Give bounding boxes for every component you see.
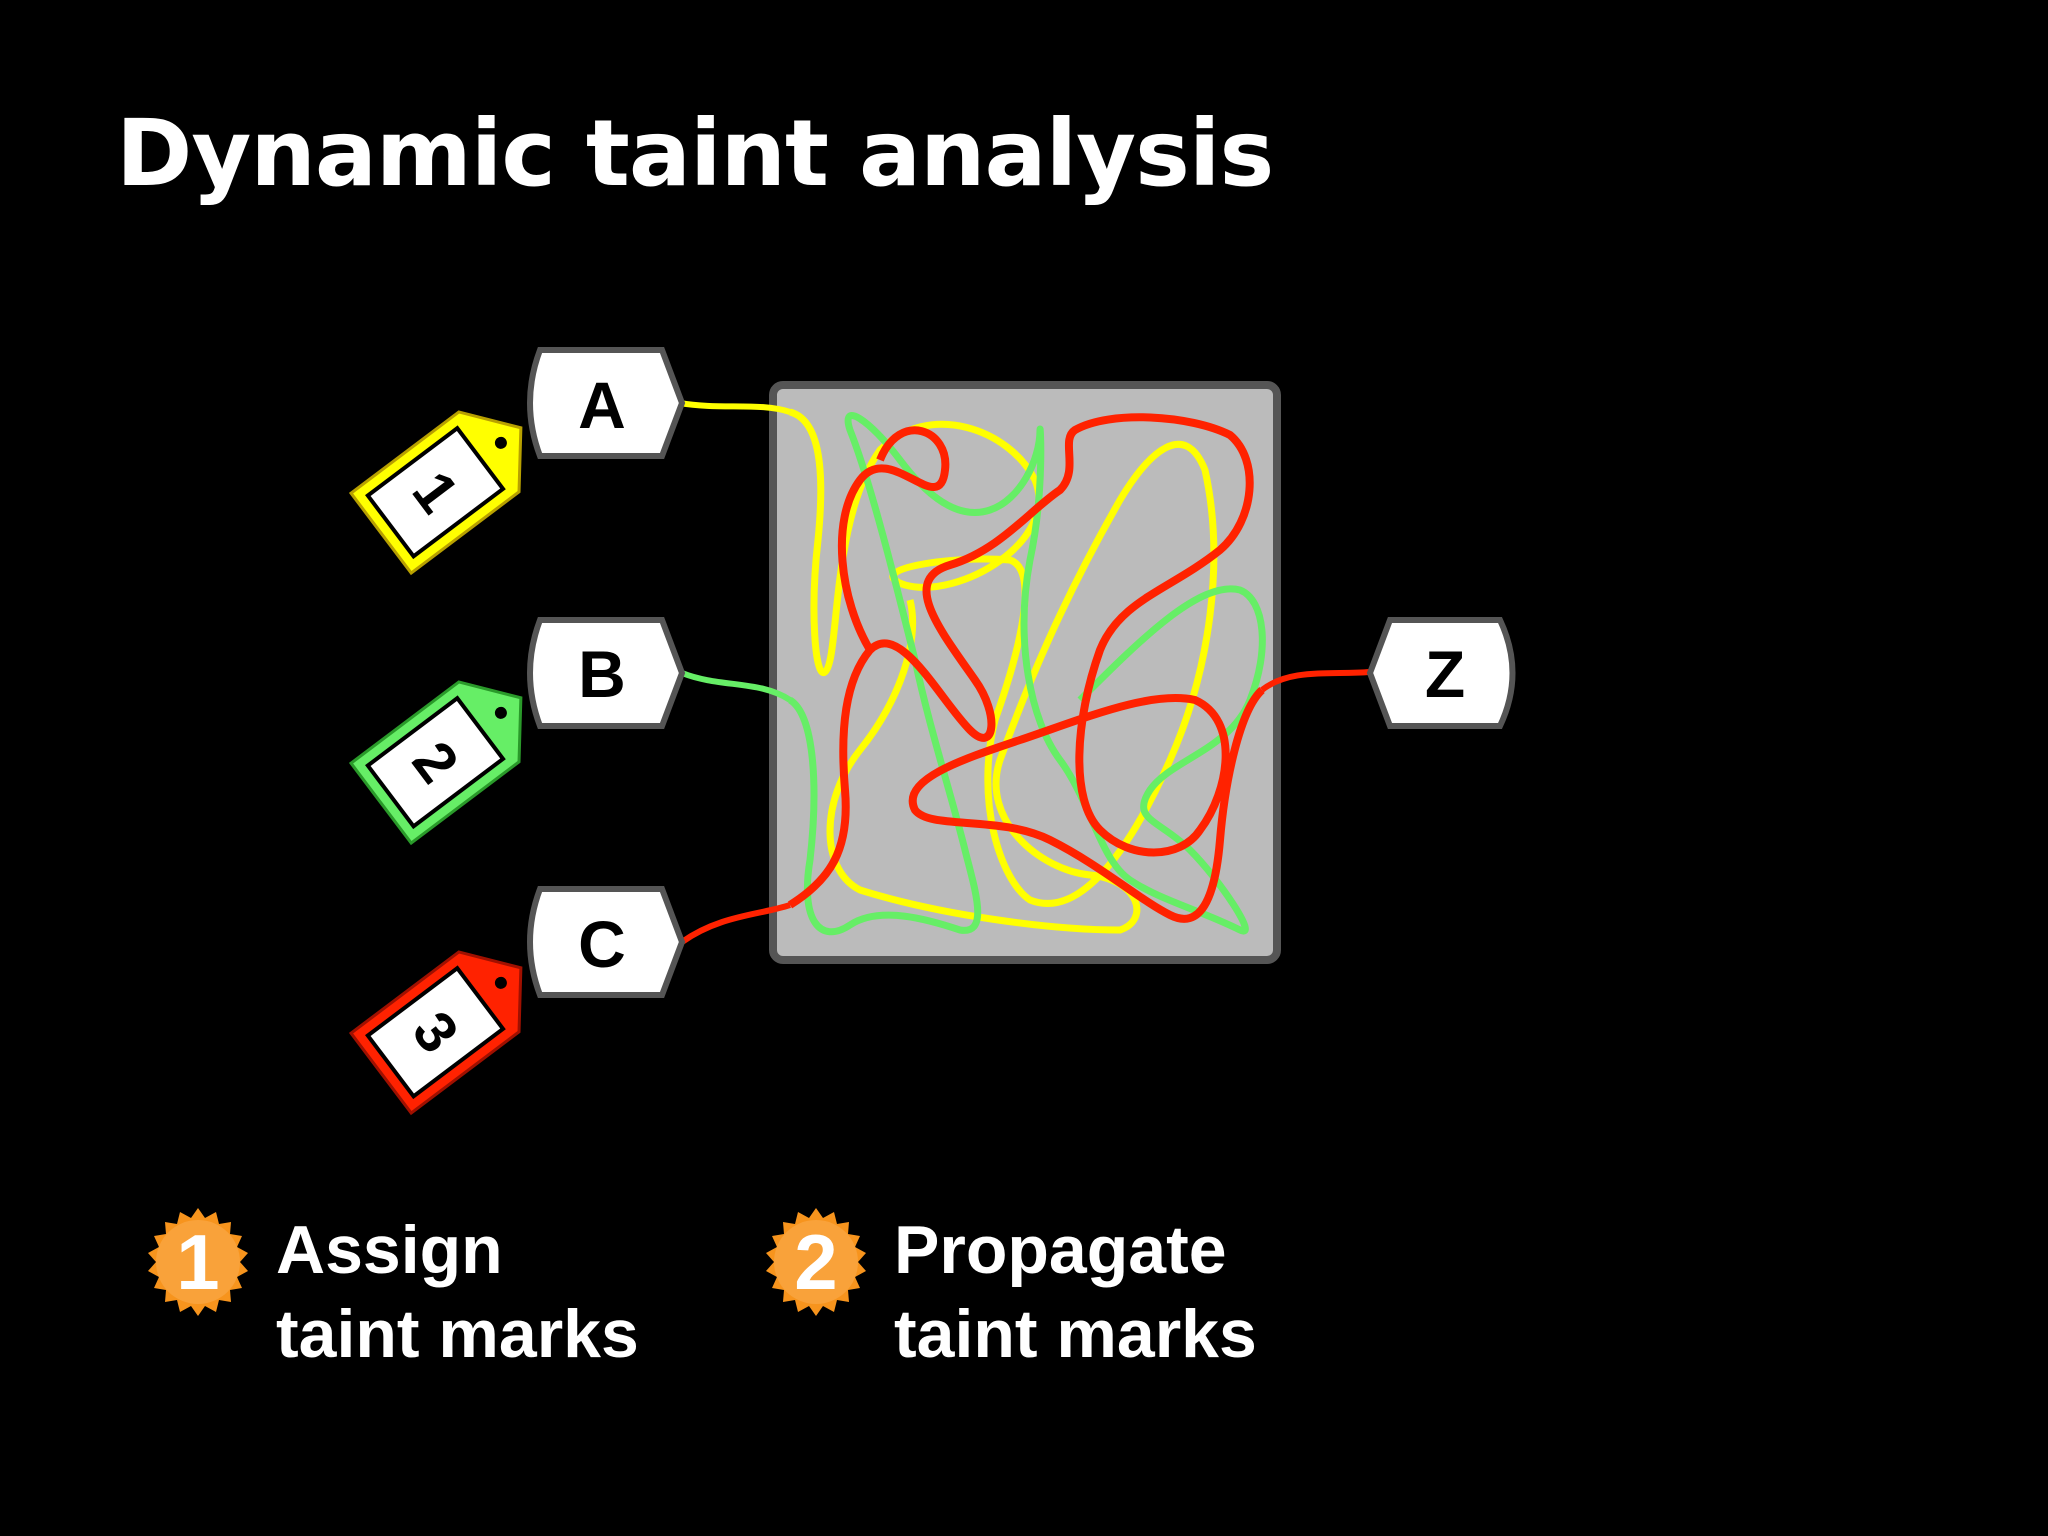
step-2-line-1: Propagate bbox=[894, 1212, 1227, 1288]
input-node-a: A bbox=[527, 347, 686, 459]
yellow-taint-flow bbox=[788, 408, 1218, 934]
step-1-line-2: taint marks bbox=[276, 1296, 639, 1372]
input-label-a: A bbox=[578, 368, 626, 442]
wire-b bbox=[680, 670, 792, 703]
step-2-number: 2 bbox=[794, 1217, 838, 1306]
wire-c bbox=[680, 902, 791, 945]
output-label-z: Z bbox=[1425, 637, 1465, 711]
badge-starburst-icon bbox=[766, 1208, 866, 1316]
step-1-badge: 1 bbox=[142, 1206, 254, 1318]
step-2-text: Propagate taint marks bbox=[894, 1208, 1257, 1376]
wire-z bbox=[1260, 669, 1371, 693]
output-node-z: Z bbox=[1366, 617, 1516, 729]
input-label-c: C bbox=[578, 907, 626, 981]
wire-a bbox=[679, 400, 791, 415]
slide-title: Dynamic taint analysis bbox=[116, 100, 1274, 207]
step-1-number: 1 bbox=[176, 1217, 220, 1306]
input-node-b: B bbox=[527, 617, 686, 729]
step-assign: 1 Assign taint marks bbox=[142, 1206, 639, 1376]
red-taint-loop bbox=[837, 426, 950, 653]
step-1-line-1: Assign bbox=[276, 1212, 503, 1288]
input-node-c: C bbox=[527, 886, 686, 998]
taint-tag-2: 2 bbox=[348, 680, 523, 846]
step-1-text: Assign taint marks bbox=[276, 1208, 639, 1376]
green-taint-flow bbox=[787, 412, 1266, 936]
input-label-b: B bbox=[578, 637, 626, 711]
step-2-badge: 2 bbox=[760, 1206, 872, 1318]
taint-tag-1: 1 bbox=[348, 410, 523, 576]
red-taint-flow bbox=[787, 413, 1265, 923]
taint-tag-3: 3 bbox=[348, 950, 523, 1116]
step-2-line-2: taint marks bbox=[894, 1296, 1257, 1372]
badge-starburst-icon bbox=[148, 1208, 248, 1316]
step-propagate: 2 Propagate taint marks bbox=[760, 1206, 1257, 1376]
